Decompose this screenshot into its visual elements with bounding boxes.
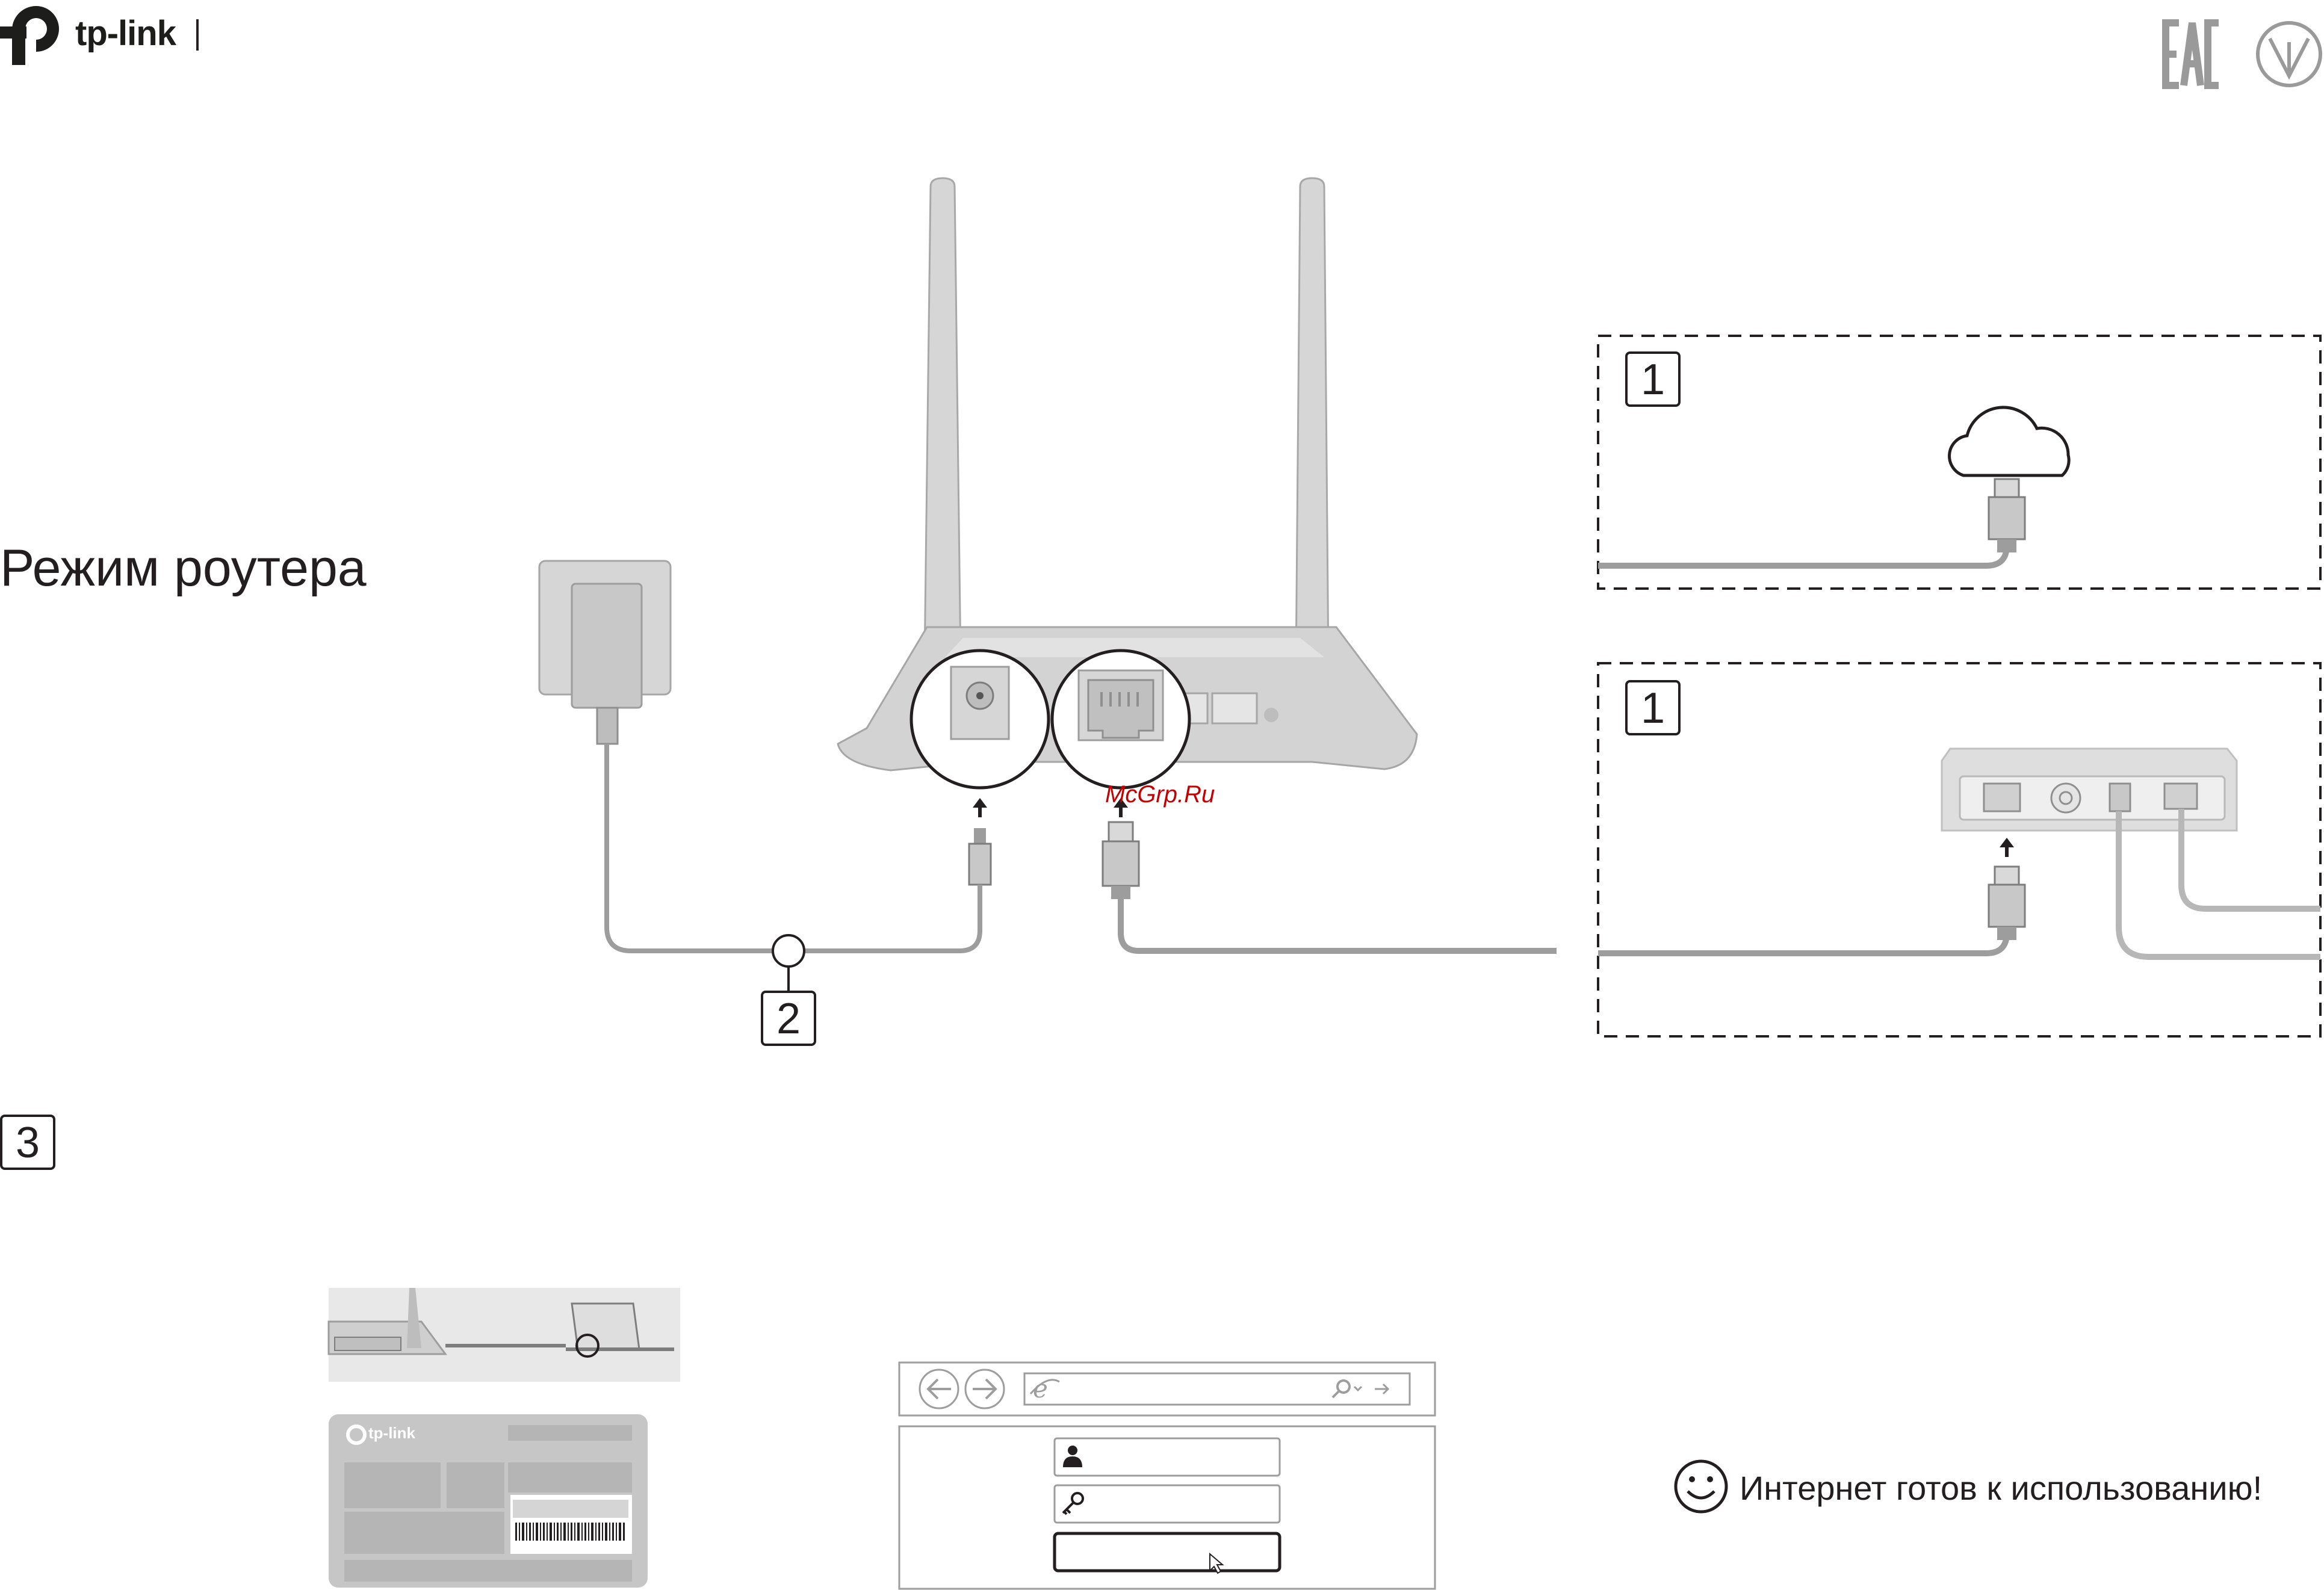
label-brand-text: tp-link xyxy=(368,1424,415,1443)
power-adapter xyxy=(539,561,671,744)
username-field xyxy=(1055,1438,1280,1476)
modem-ethernet-cable xyxy=(1598,933,2007,953)
address-bar xyxy=(1024,1373,1410,1405)
step-number-2: 2 xyxy=(761,991,816,1046)
back-arrow-icon xyxy=(920,1370,958,1408)
smiley-icon xyxy=(1676,1461,1726,1512)
modem-device xyxy=(1942,749,2237,831)
modem-dashed-box-modem xyxy=(1598,663,2320,1036)
ethernet-plug-internet xyxy=(1989,479,2025,552)
power-port-zoom xyxy=(911,651,1049,788)
cloud-icon xyxy=(1950,407,2069,475)
login-button xyxy=(1055,1533,1280,1571)
internet-cable xyxy=(1598,545,2007,566)
password-field xyxy=(1055,1485,1280,1523)
power-cable xyxy=(607,744,980,951)
watermark-text: McGrp.Ru xyxy=(1105,781,1215,808)
wan-port-zoom xyxy=(1052,651,1189,788)
step2-marker xyxy=(773,935,804,967)
step-number-1-modem: 1 xyxy=(1625,680,1681,735)
forward-arrow-icon xyxy=(965,1370,1004,1408)
router-wan-cable xyxy=(1121,899,1557,951)
step-number-3: 3 xyxy=(0,1115,55,1170)
step-number-1-internet: 1 xyxy=(1625,351,1681,407)
internet-ready-message: Интернет готов к использованию! xyxy=(1740,1468,2262,1508)
power-plug xyxy=(969,828,991,885)
router-laptop-illustration xyxy=(329,1288,680,1382)
modem-phone-cable xyxy=(2119,811,2320,957)
ethernet-plug-router xyxy=(1103,822,1139,899)
ethernet-plug-modem xyxy=(1989,867,2025,940)
